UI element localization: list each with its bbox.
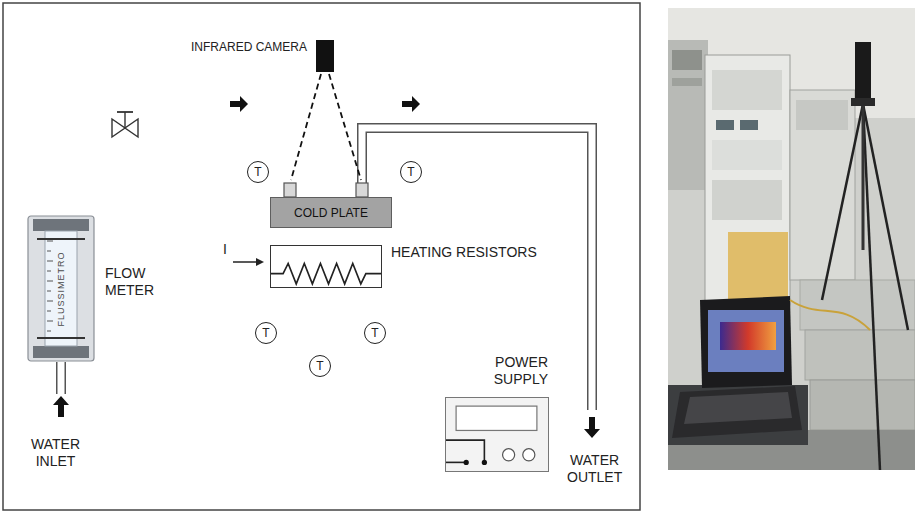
sensor-letter: T xyxy=(371,327,378,339)
temperature-sensor: T xyxy=(364,322,386,344)
current-symbol: I xyxy=(223,241,227,257)
brand-text: FLUSSIMETRO xyxy=(56,251,66,326)
inlet-pipe xyxy=(61,360,62,396)
free-label: I xyxy=(223,241,227,258)
cold-plate: COLD PLATE xyxy=(270,197,392,228)
infrared-camera: INFRARED CAMERA xyxy=(191,40,334,72)
sensor-letter: T xyxy=(407,166,414,178)
valve-symbol xyxy=(112,112,138,137)
water-label: WATER INLET xyxy=(31,436,80,469)
component-label: POWER SUPPLY xyxy=(494,354,548,388)
power-supply-panel xyxy=(446,398,548,471)
free-label: WATER OUTLET xyxy=(567,452,622,486)
outlet-pipe xyxy=(362,128,592,412)
temperature-sensor: T xyxy=(247,161,269,183)
camera-body xyxy=(316,40,334,72)
water-label: WATER OUTLET xyxy=(567,452,622,485)
flow-arrow xyxy=(53,96,600,438)
sensor-letter: T xyxy=(254,166,261,178)
lab-photo xyxy=(668,8,915,470)
sensor-letter: T xyxy=(262,327,269,339)
resistor-symbol xyxy=(271,246,381,287)
free-label: WATER INLET xyxy=(31,436,80,470)
temperature-sensor: T xyxy=(309,355,331,377)
current-arrow xyxy=(233,258,264,266)
component-label: COLD PLATE xyxy=(294,206,368,220)
temperature-sensor: T xyxy=(255,322,277,344)
temperature-sensor: T xyxy=(400,161,422,183)
cold-plate-fitting xyxy=(284,183,368,197)
component-label: HEATING RESISTORS xyxy=(391,244,537,261)
power-supply: POWER SUPPLY xyxy=(445,397,549,472)
component-label: FLOW METER xyxy=(105,265,154,299)
camera-view-line xyxy=(291,74,361,180)
panel-frame xyxy=(3,3,640,510)
camera-label: INFRARED CAMERA xyxy=(191,40,307,54)
flow-meter: FLUSSIMETROFLOW METER xyxy=(27,215,95,362)
heating-resistors: HEATING RESISTORS xyxy=(270,245,382,288)
sensor-letter: T xyxy=(316,360,323,372)
